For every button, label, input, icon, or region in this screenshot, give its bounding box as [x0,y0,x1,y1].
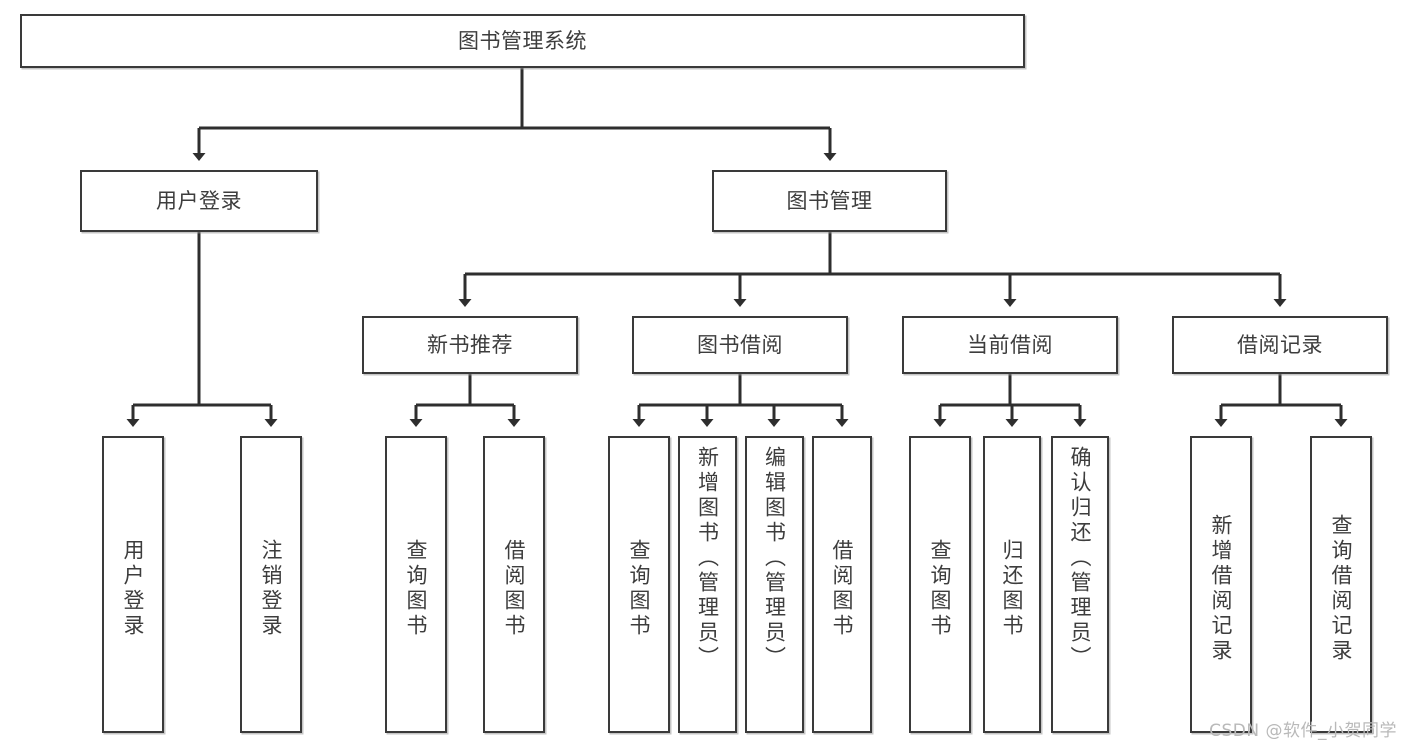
node-leaf-confirm-return[interactable]: 确认归还（管理员） [1051,436,1109,733]
node-leaf-query-record-label: 查询借阅记录 [1329,513,1354,664]
node-book-manage-label: 图书管理 [786,188,873,213]
node-new-book-rec-label: 新书推荐 [427,332,513,357]
node-leaf-user-logout-label: 注销登录 [259,538,284,639]
node-book-borrow[interactable]: 图书借阅 [632,316,848,374]
node-root[interactable]: 图书管理系统 [20,14,1025,68]
node-leaf-borrow-book-1[interactable]: 借阅图书 [483,436,545,733]
node-leaf-add-record[interactable]: 新增借阅记录 [1190,436,1252,733]
node-leaf-query-book-2-label: 查询图书 [627,538,652,639]
node-leaf-query-book-3[interactable]: 查询图书 [909,436,971,733]
node-leaf-confirm-return-label: 确认归还（管理员） [1068,446,1093,671]
node-new-book-rec[interactable]: 新书推荐 [362,316,578,374]
node-leaf-edit-book[interactable]: 编辑图书（管理员） [745,436,804,733]
node-leaf-return-book-label: 归还图书 [1000,538,1025,639]
node-borrow-record-label: 借阅记录 [1237,332,1323,357]
node-user-login-label: 用户登录 [156,188,242,213]
node-leaf-user-login[interactable]: 用户登录 [102,436,164,733]
node-leaf-query-book-1-label: 查询图书 [404,538,429,639]
watermark-text: CSDN @软件_小贺同学 [1209,721,1397,741]
node-user-login[interactable]: 用户登录 [80,170,318,232]
node-leaf-add-record-label: 新增借阅记录 [1209,513,1234,664]
node-leaf-query-book-2[interactable]: 查询图书 [608,436,670,733]
node-leaf-query-book-1[interactable]: 查询图书 [385,436,447,733]
node-leaf-user-login-label: 用户登录 [121,538,146,639]
node-book-manage[interactable]: 图书管理 [712,170,947,232]
node-root-label: 图书管理系统 [458,28,587,53]
node-leaf-return-book[interactable]: 归还图书 [983,436,1041,733]
node-leaf-user-logout[interactable]: 注销登录 [240,436,302,733]
node-leaf-add-book[interactable]: 新增图书（管理员） [678,436,737,733]
node-leaf-query-book-3-label: 查询图书 [928,538,953,639]
node-leaf-borrow-book-2-label: 借阅图书 [830,538,855,639]
node-current-borrow[interactable]: 当前借阅 [902,316,1118,374]
node-leaf-borrow-book-1-label: 借阅图书 [502,538,527,639]
node-leaf-query-record[interactable]: 查询借阅记录 [1310,436,1372,733]
node-leaf-borrow-book-2[interactable]: 借阅图书 [812,436,872,733]
node-current-borrow-label: 当前借阅 [967,332,1053,357]
node-leaf-edit-book-label: 编辑图书（管理员） [762,446,787,671]
node-book-borrow-label: 图书借阅 [697,332,783,357]
node-leaf-add-book-label: 新增图书（管理员） [695,446,720,671]
node-borrow-record[interactable]: 借阅记录 [1172,316,1388,374]
